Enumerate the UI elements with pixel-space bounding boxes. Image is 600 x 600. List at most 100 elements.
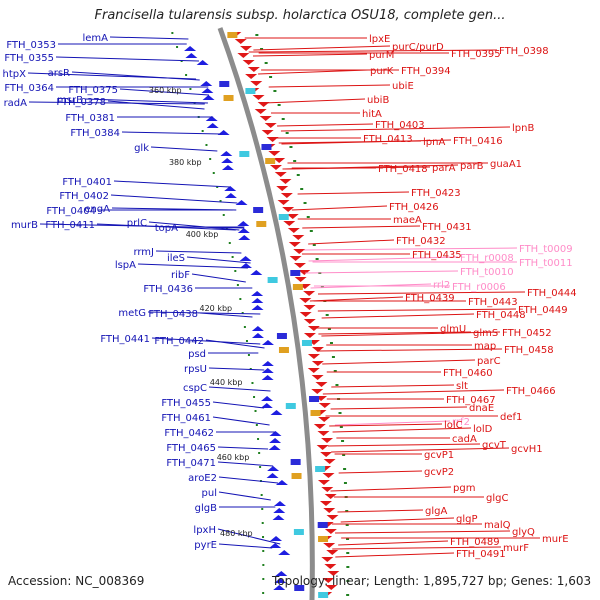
leader-line-left: [71, 71, 200, 81]
gene-label-fth-t0010: FTH_t0010: [460, 267, 514, 278]
gene-feature-block: [291, 473, 302, 479]
gene-label-prlc: prlC: [127, 218, 147, 229]
gene-arrow-plus: [323, 459, 336, 464]
gene-label-fth-t0009: FTH_t0009: [519, 244, 573, 255]
gene-arrow-minus: [272, 515, 285, 520]
gene-label-malq: malQ: [484, 520, 511, 531]
gene-label-fth-0466: FTH_0466: [506, 386, 556, 397]
gene-label-fth-0467: FTH_0467: [446, 395, 496, 406]
gene-label-lpna: lpnA: [423, 137, 445, 148]
gene-arrow-plus: [293, 249, 306, 254]
gene-label-guaa1: guaA1: [490, 159, 522, 170]
leader-line-right: [252, 53, 368, 57]
leader-line-left: [217, 528, 281, 545]
gene-label-fth-0443: FTH_0443: [468, 297, 518, 308]
gene-arrow-minus: [200, 81, 213, 86]
gene-label-fth-0403: FTH_0403: [375, 120, 425, 131]
gene-arrow-minus: [270, 410, 283, 415]
kbp-marker: 460 kbp: [217, 453, 250, 462]
gene-arrow-plus: [279, 179, 292, 184]
gene-arrow-plus: [247, 67, 260, 72]
gene-arrow-plus: [261, 130, 274, 135]
gene-arrow-plus: [283, 221, 296, 226]
gene-arrow-plus: [303, 305, 316, 310]
gene-feature-block: [290, 270, 301, 276]
accession-label: Accession: NC_008369: [8, 574, 145, 588]
leader-line-right: [332, 427, 472, 433]
gene-arrow-plus: [321, 438, 334, 443]
position-tick: [236, 284, 239, 286]
gene-feature-block: [309, 396, 320, 402]
gene-label-glgb: glgB: [195, 503, 217, 514]
leader-line-right: [338, 540, 449, 546]
leader-line-left: [155, 250, 242, 254]
leader-line-left: [150, 146, 218, 152]
gene-label-fth_0381: FTH_0381: [65, 113, 115, 124]
gene-arrow-plus: [292, 235, 305, 240]
position-tick: [343, 468, 347, 470]
gene-arrow-plus: [280, 193, 293, 198]
position-tick: [303, 202, 307, 204]
gene-label-glk: glk: [134, 143, 149, 154]
position-tick: [346, 566, 350, 568]
leader-line-left: [218, 491, 271, 501]
gene-feature-block: [227, 32, 238, 38]
gene-label-lold: lolD: [473, 424, 493, 435]
position-tick: [345, 524, 349, 526]
leader-line-left: [107, 100, 205, 110]
leader-line-left: [121, 131, 222, 135]
gene-label-dnae: dnaE: [469, 403, 494, 414]
gene-label-fth_0441: FTH_0441: [100, 334, 150, 345]
leader-line-right: [335, 530, 511, 534]
gene-arrow-plus: [259, 116, 272, 121]
leader-line-left: [148, 221, 240, 231]
leader-line-left: [218, 543, 273, 549]
gene-arrow-minus: [224, 186, 237, 191]
gene-arrow-plus: [324, 564, 337, 569]
position-tick: [258, 452, 261, 454]
position-tick: [346, 594, 350, 596]
leader-line-left: [119, 88, 209, 96]
gene-label-lema: lemA: [82, 33, 108, 44]
gene-label-purc-purd: purC/purD: [392, 42, 444, 53]
leader-line-left: [212, 401, 265, 409]
gene-arrow-plus: [326, 550, 339, 555]
gene-label-ubib: ubiB: [367, 95, 389, 106]
gene-arrow-plus: [311, 375, 324, 380]
gene-arrow-plus: [268, 151, 281, 156]
gene-label-ribf: ribF: [171, 270, 190, 281]
gene-arrow-minus: [266, 473, 279, 478]
gene-arrow-plus: [303, 291, 316, 296]
gene-arrow-minus: [239, 256, 252, 261]
gene-arrow-plus: [277, 200, 290, 205]
gene-label-glms: glmS: [473, 328, 498, 339]
gene-label-gcvp2: gcvP2: [424, 467, 454, 478]
position-tick: [331, 356, 335, 358]
gene-label-pgm: pgm: [453, 483, 475, 494]
gene-label-fth-0435: FTH_0435: [412, 250, 462, 261]
gene-arrow-plus: [303, 333, 316, 338]
position-tick: [243, 326, 246, 328]
leader-line-right: [303, 247, 518, 251]
gene-feature-block: [265, 158, 276, 164]
gene-arrow-plus: [264, 123, 277, 128]
gene-arrow-plus: [242, 60, 255, 65]
position-tick: [239, 298, 242, 300]
leader-line-right: [340, 517, 455, 523]
leader-line-right: [308, 239, 395, 245]
position-tick: [231, 256, 234, 258]
gene-arrow-plus: [234, 39, 247, 44]
position-tick: [312, 244, 316, 246]
leader-line-right: [317, 291, 526, 295]
leader-line-left: [113, 180, 230, 188]
gene-arrow-plus: [311, 347, 324, 352]
gene-arrow-plus: [318, 417, 331, 422]
gene-label-fth-0489: FTH_0489: [450, 537, 500, 548]
gene-arrow-plus: [303, 319, 316, 324]
position-tick: [277, 104, 281, 106]
leader-line-right: [317, 308, 517, 312]
position-tick: [261, 522, 264, 524]
gene-arrow-plus: [307, 354, 320, 359]
gene-arrow-plus: [322, 578, 335, 583]
gene-arrow-plus: [276, 186, 289, 191]
